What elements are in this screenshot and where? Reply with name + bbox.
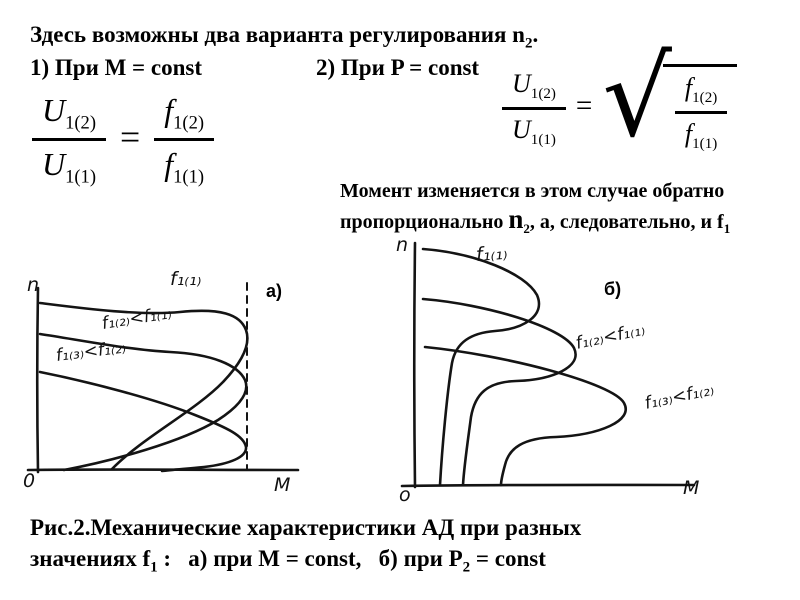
u-subscript: 1(2) [65, 112, 97, 134]
frequency-ratio-fraction: f1(2) f1(1) [674, 73, 728, 153]
denominator: f1(1) [154, 141, 214, 187]
curve-f1-3 [38, 370, 248, 473]
graph-b-panel-label: б) [604, 279, 622, 299]
f-subscript: 1(1) [692, 136, 718, 153]
title-period: . [532, 22, 539, 47]
caption-line-2: значениях f1 : а) при M = const, б) при … [30, 543, 581, 584]
frequency-ratio-fraction: f1(2) f1(1) [154, 92, 215, 187]
option-p-const: 2) При P = const [316, 55, 480, 80]
page-title: Здесь возможны два варианта регулировани… [30, 22, 538, 53]
curve-f1-2 [421, 297, 577, 487]
title-text: Здесь возможны два варианта регулировани… [30, 22, 525, 47]
numerator: f1(2) [154, 92, 215, 141]
graph-a-canvas [26, 282, 300, 474]
numerator: U1(2) [502, 69, 566, 110]
equals-sign: = [575, 89, 593, 122]
graph-b-x-axis-label: M [683, 477, 700, 499]
n-subscript: 2 [523, 221, 530, 236]
radical-sign: √ [602, 34, 672, 161]
formula-m-const: U1(2) U1(1) = f1(2) f1(1) [32, 92, 215, 187]
u-subscript: 1(2) [530, 85, 556, 102]
u-symbol: U [512, 68, 531, 98]
graph-b-canvas [400, 241, 696, 489]
note-line-1: Момент изменяется в этом случае обратно [340, 180, 725, 202]
caption-text-part: = const [470, 546, 546, 571]
curve-f1-2 [38, 332, 248, 472]
graph-b-curve1-label: f₁₍₁₎ [475, 241, 508, 266]
n-symbol: n [508, 204, 524, 234]
f-subscript: 1 [723, 221, 731, 236]
curve-f1-3 [423, 345, 627, 487]
denominator: U1(1) [32, 141, 106, 187]
graph-a-panel-label: а) [266, 281, 283, 301]
y-axis-line [35, 286, 40, 474]
option-m-const: 1) При M = const [30, 55, 203, 80]
f-symbol: f [164, 145, 174, 182]
radicand: f1(2) f1(1) [662, 64, 738, 153]
denominator: U1(1) [502, 110, 566, 148]
equals-sign: = [120, 117, 141, 158]
caption-text-part: значениях f [30, 546, 151, 571]
f-symbol: f [684, 73, 693, 102]
f-symbol: f [684, 119, 693, 149]
title-subscript: 2 [524, 35, 533, 52]
curve-f1-1 [421, 247, 541, 487]
graph-a-y-axis-label: n [27, 274, 40, 296]
note-line-2: пропорционально n2, а, следовательно, и … [340, 204, 785, 241]
graph-a-curve1-label: f₁₍₁₎ [170, 268, 202, 290]
y-axis-line [412, 241, 417, 489]
graph-a-x-axis-label: M [274, 474, 291, 496]
p-subscript: 2 [462, 559, 471, 576]
u-symbol: U [42, 145, 66, 182]
denominator: f1(1) [675, 114, 727, 152]
figure-caption: Рис.2.Механические характеристики АД при… [30, 512, 581, 584]
f-symbol: f [164, 92, 174, 128]
caption-line-1: Рис.2.Механические характеристики АД при… [30, 515, 582, 540]
f-subscript: 1(2) [692, 90, 718, 107]
u-symbol: U [42, 92, 66, 128]
x-axis-line [400, 483, 696, 488]
voltage-ratio-fraction: U1(2) U1(1) [502, 69, 566, 149]
u-symbol: U [512, 114, 531, 144]
square-root: √ f1(2) f1(1) [602, 43, 738, 153]
numerator: U1(2) [32, 92, 107, 141]
u-subscript: 1(1) [530, 131, 556, 148]
formula-p-const: U1(2) U1(1) = √ f1(2) f1(1) [502, 43, 738, 153]
numerator: f1(2) [674, 73, 728, 115]
u-subscript: 1(1) [65, 166, 97, 188]
caption-text-part: : а) при M = const, б) при P [157, 546, 463, 571]
note-text: Момент изменяется в этом случае обратно … [340, 179, 785, 241]
graph-b-y-axis-label: n [396, 234, 409, 256]
note-text-part: пропорционально [340, 211, 509, 233]
f-subscript: 1(2) [173, 112, 205, 134]
f-subscript: 1 [150, 559, 158, 576]
note-text-part: , а, следовательно, и f [529, 211, 724, 233]
voltage-ratio-fraction: U1(2) U1(1) [32, 92, 107, 187]
graph-b-origin-label: o [399, 484, 411, 506]
curve-f1-1 [38, 301, 249, 471]
f-subscript: 1(1) [173, 166, 205, 188]
graph-a-origin-label: 0 [23, 470, 36, 492]
